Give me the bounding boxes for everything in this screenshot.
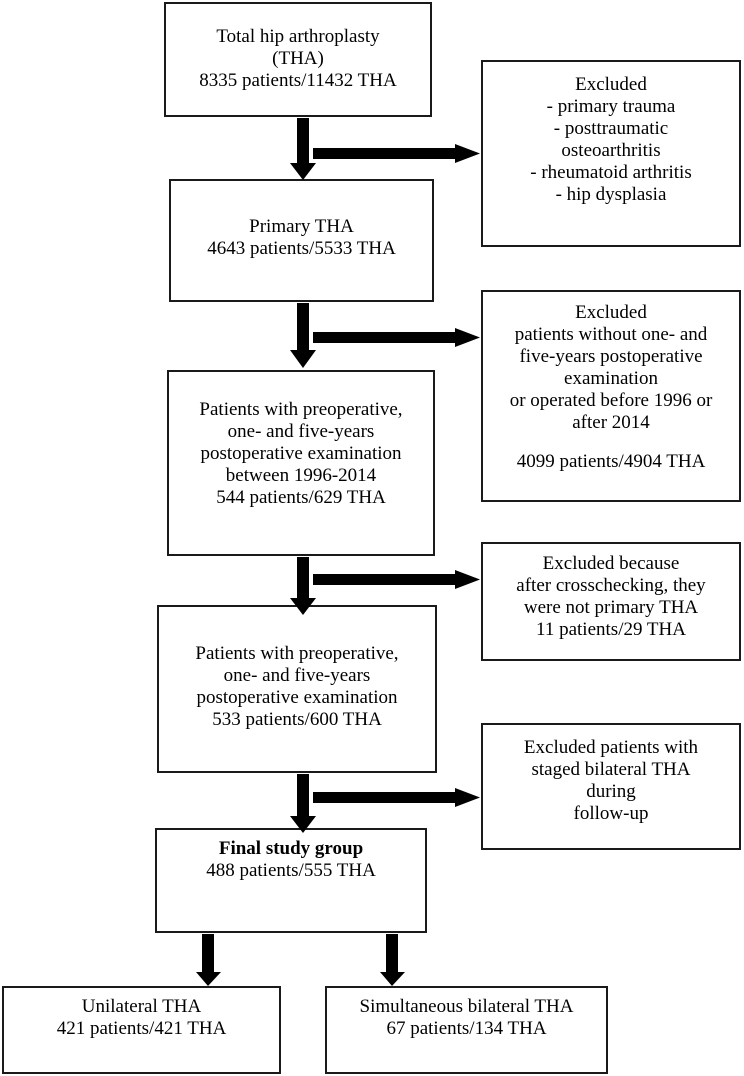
box-simultaneous-bilateral-tha: Simultaneous bilateral THA 67 patients/1… xyxy=(325,986,608,1074)
box-patients-with-exams-533: Patients with preoperative, one- and fiv… xyxy=(157,605,437,773)
box-line: Excluded xyxy=(575,302,647,323)
box-line: after 2014 xyxy=(572,412,650,434)
box-line: Excluded because xyxy=(542,553,680,574)
box-line: - posttraumatic xyxy=(553,118,669,140)
box-line: 4643 patients/5533 THA xyxy=(207,238,396,260)
box-line: 4099 patients/4904 THA xyxy=(516,451,706,473)
box-line: were not primary THA xyxy=(523,597,699,619)
box-line: 11 patients/29 THA xyxy=(536,619,686,641)
box-line: one- and five-years xyxy=(223,665,371,687)
box-line: 533 patients/600 THA xyxy=(212,709,382,731)
box-line: or operated before 1996 or xyxy=(509,390,713,412)
box-final-study-group: Final study group 488 patients/555 THA xyxy=(155,828,427,933)
box-line: between 1996-2014 xyxy=(225,465,377,487)
box-line: 8335 patients/11432 THA xyxy=(199,70,397,92)
box-line: Unilateral THA xyxy=(81,996,202,1017)
box-unilateral-tha: Unilateral THA 421 patients/421 THA xyxy=(2,986,281,1074)
box-line: Simultaneous bilateral THA xyxy=(359,996,574,1017)
arrow-to-excluded-staged-bilateral xyxy=(313,788,480,807)
box-line: Excluded patients with xyxy=(523,737,699,758)
arrow-to-excluded-crosscheck xyxy=(313,570,480,589)
box-line-title: Final study group xyxy=(218,838,364,859)
box-line: - rheumatoid arthritis xyxy=(530,162,692,184)
box-excluded-crosscheck: Excluded because after crosschecking, th… xyxy=(481,542,741,661)
box-line: postoperative examination xyxy=(196,687,398,709)
box-line: 488 patients/555 THA xyxy=(206,860,376,882)
arrow-patients533-to-final xyxy=(290,774,316,833)
box-line: Total hip arthroplasty xyxy=(216,26,380,47)
arrow-to-excluded-no-followup xyxy=(313,328,480,347)
box-line: - primary trauma xyxy=(546,96,676,118)
box-patients-with-exams-1996-2014: Patients with preoperative, one- and fiv… xyxy=(167,370,435,556)
box-line: Excluded xyxy=(575,74,647,95)
box-excluded-diagnoses: Excluded - primary trauma - posttraumati… xyxy=(481,60,741,247)
box-line: (THA) xyxy=(272,48,324,70)
box-total-hip-arthroplasty: Total hip arthroplasty (THA) 8335 patien… xyxy=(164,2,432,117)
arrow-primary-to-patients xyxy=(290,303,316,368)
box-line: staged bilateral THA xyxy=(531,759,691,781)
box-line: during xyxy=(586,781,636,803)
box-line: postoperative examination xyxy=(200,443,402,465)
box-line: one- and five-years xyxy=(227,421,375,443)
box-line: 421 patients/421 THA xyxy=(56,1018,227,1040)
box-line: examination xyxy=(564,368,658,390)
box-spacer xyxy=(489,434,733,451)
arrow-final-to-bilateral xyxy=(380,934,405,986)
box-line: patients without one- and xyxy=(514,324,708,346)
box-primary-tha: Primary THA 4643 patients/5533 THA xyxy=(169,179,434,302)
arrow-final-to-unilateral xyxy=(196,934,221,986)
box-excluded-staged-bilateral: Excluded patients with staged bilateral … xyxy=(481,723,741,850)
box-line: five-years postoperative xyxy=(519,346,703,368)
box-line: Patients with preoperative, xyxy=(199,399,403,420)
box-excluded-no-followup: Excluded patients without one- and five-… xyxy=(481,290,741,502)
box-line: follow-up xyxy=(573,803,649,825)
box-line: - hip dysplasia xyxy=(555,184,667,206)
box-line: 544 patients/629 THA xyxy=(216,487,386,509)
box-line: Patients with preoperative, xyxy=(195,643,399,664)
box-line: 67 patients/134 THA xyxy=(386,1018,547,1040)
box-line: Primary THA xyxy=(249,216,354,237)
box-line: after crosschecking, they xyxy=(516,575,706,597)
box-line: osteoarthritis xyxy=(561,140,661,162)
arrow-total-to-primary xyxy=(290,118,316,180)
arrow-to-excluded-diagnoses xyxy=(313,144,480,163)
